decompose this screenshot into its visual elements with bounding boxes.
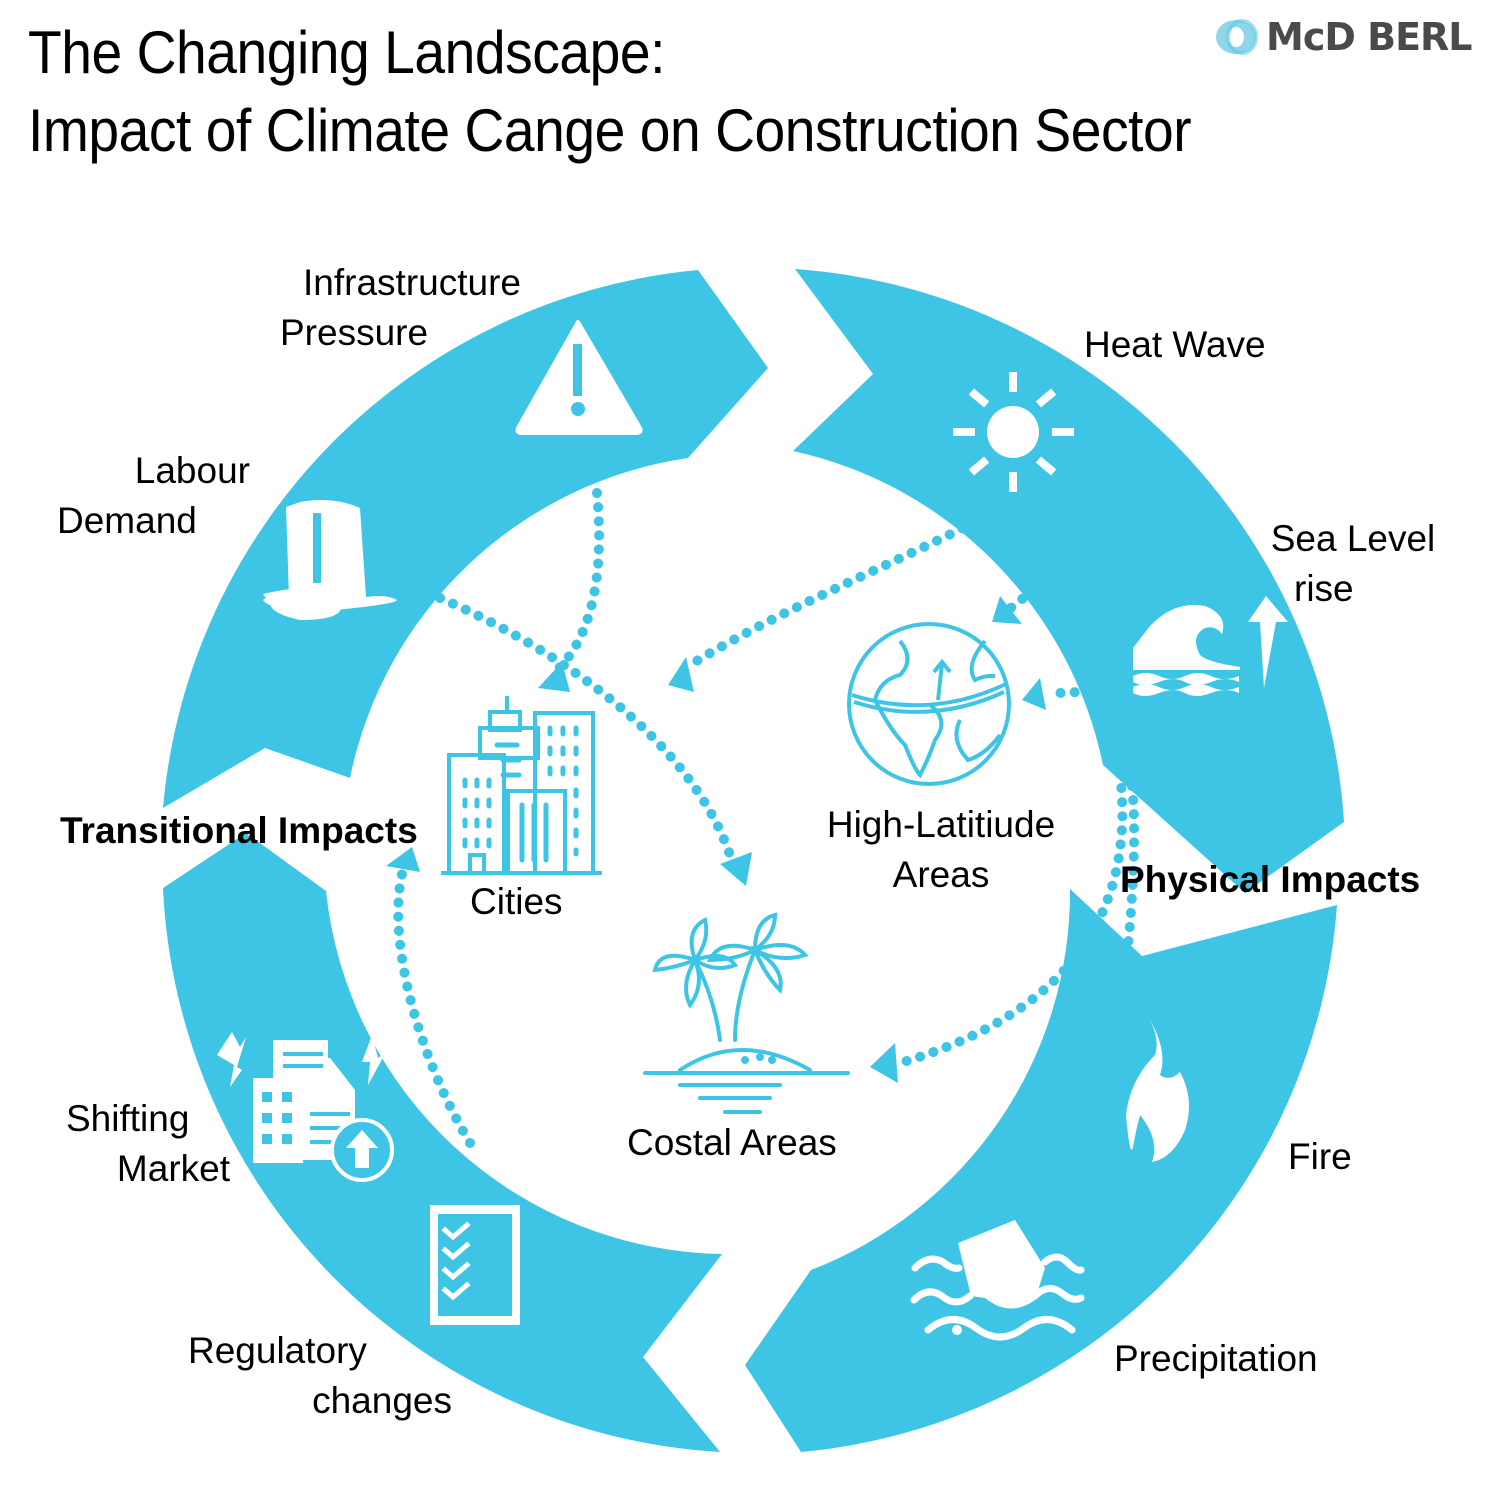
fire-label: Fire bbox=[1288, 1136, 1352, 1177]
title-line-1: The Changing Landscape: bbox=[28, 19, 665, 86]
arrowhead-transitional bbox=[386, 847, 420, 872]
flame-icon bbox=[1126, 1020, 1189, 1162]
sun-icon bbox=[953, 372, 1074, 492]
infrastructure-pressure-label: Infrastructure Pressure bbox=[280, 262, 521, 353]
sea-level-rise-label: Sea Level rise bbox=[1270, 518, 1436, 609]
shifting-market-label: Shifting Market bbox=[66, 1098, 230, 1189]
title-line-2: Impact of Climate Cange on Construction … bbox=[28, 97, 1192, 164]
arrowhead-cities-1 bbox=[538, 662, 570, 692]
market-shift-icon bbox=[217, 1032, 394, 1182]
regulatory-changes-label: Regulatory changes bbox=[188, 1330, 452, 1421]
ring-segment-heatwave-sealevel bbox=[793, 269, 1344, 893]
labour-demand-label: Labour Demand bbox=[57, 450, 250, 541]
arrowhead-highlat-2 bbox=[1022, 678, 1046, 710]
page-title: The Changing Landscape: Impact of Climat… bbox=[28, 14, 1192, 170]
ring-logo-icon bbox=[1216, 19, 1258, 55]
physical-impacts-label: Physical Impacts bbox=[1120, 859, 1421, 900]
arrowhead-coastal-1 bbox=[720, 852, 752, 886]
high-latitude-areas-label: High-Latitiude Areas bbox=[826, 804, 1056, 895]
arrowhead-cities-2 bbox=[668, 657, 694, 692]
heat-wave-label: Heat Wave bbox=[1084, 324, 1266, 365]
arrowheads bbox=[386, 596, 1046, 1083]
arrowhead-coastal-2 bbox=[870, 1043, 898, 1083]
cities-label: Cities bbox=[470, 881, 563, 922]
logo: McD BERL bbox=[1212, 12, 1473, 62]
checklist-icon bbox=[430, 1205, 520, 1325]
flow-fire-to-coastal bbox=[895, 755, 1128, 1068]
ring-segment-market-regulatory bbox=[163, 833, 722, 1452]
warning-icon bbox=[515, 320, 643, 435]
palm-island-icon bbox=[643, 912, 850, 1114]
city-buildings-icon bbox=[441, 696, 602, 875]
ring-segment-fire-precipitation bbox=[745, 889, 1337, 1452]
flow-market-to-transitional bbox=[393, 865, 475, 1148]
coastal-areas-label: Costal Areas bbox=[627, 1122, 837, 1163]
logo-text: McD BERL bbox=[1266, 15, 1473, 59]
flow-arrows bbox=[393, 488, 1140, 1148]
flow-physical-to-highlat bbox=[1045, 687, 1140, 725]
precipitation-label: Precipitation bbox=[1114, 1338, 1318, 1379]
flow-physical-to-coastal bbox=[1113, 765, 1140, 1030]
flood-icon bbox=[910, 1220, 1085, 1341]
arrowhead-highlat-1 bbox=[992, 596, 1022, 624]
flow-infrastructure-to-cities bbox=[550, 488, 605, 677]
transitional-impacts-label: Transitional Impacts bbox=[60, 810, 418, 851]
top-hat-icon bbox=[263, 500, 397, 620]
wave-rise-icon bbox=[1133, 596, 1288, 696]
flow-labour-to-coastal bbox=[435, 593, 735, 860]
flow-heatwave-to-cities bbox=[685, 517, 980, 670]
globe-icon bbox=[847, 622, 1011, 786]
